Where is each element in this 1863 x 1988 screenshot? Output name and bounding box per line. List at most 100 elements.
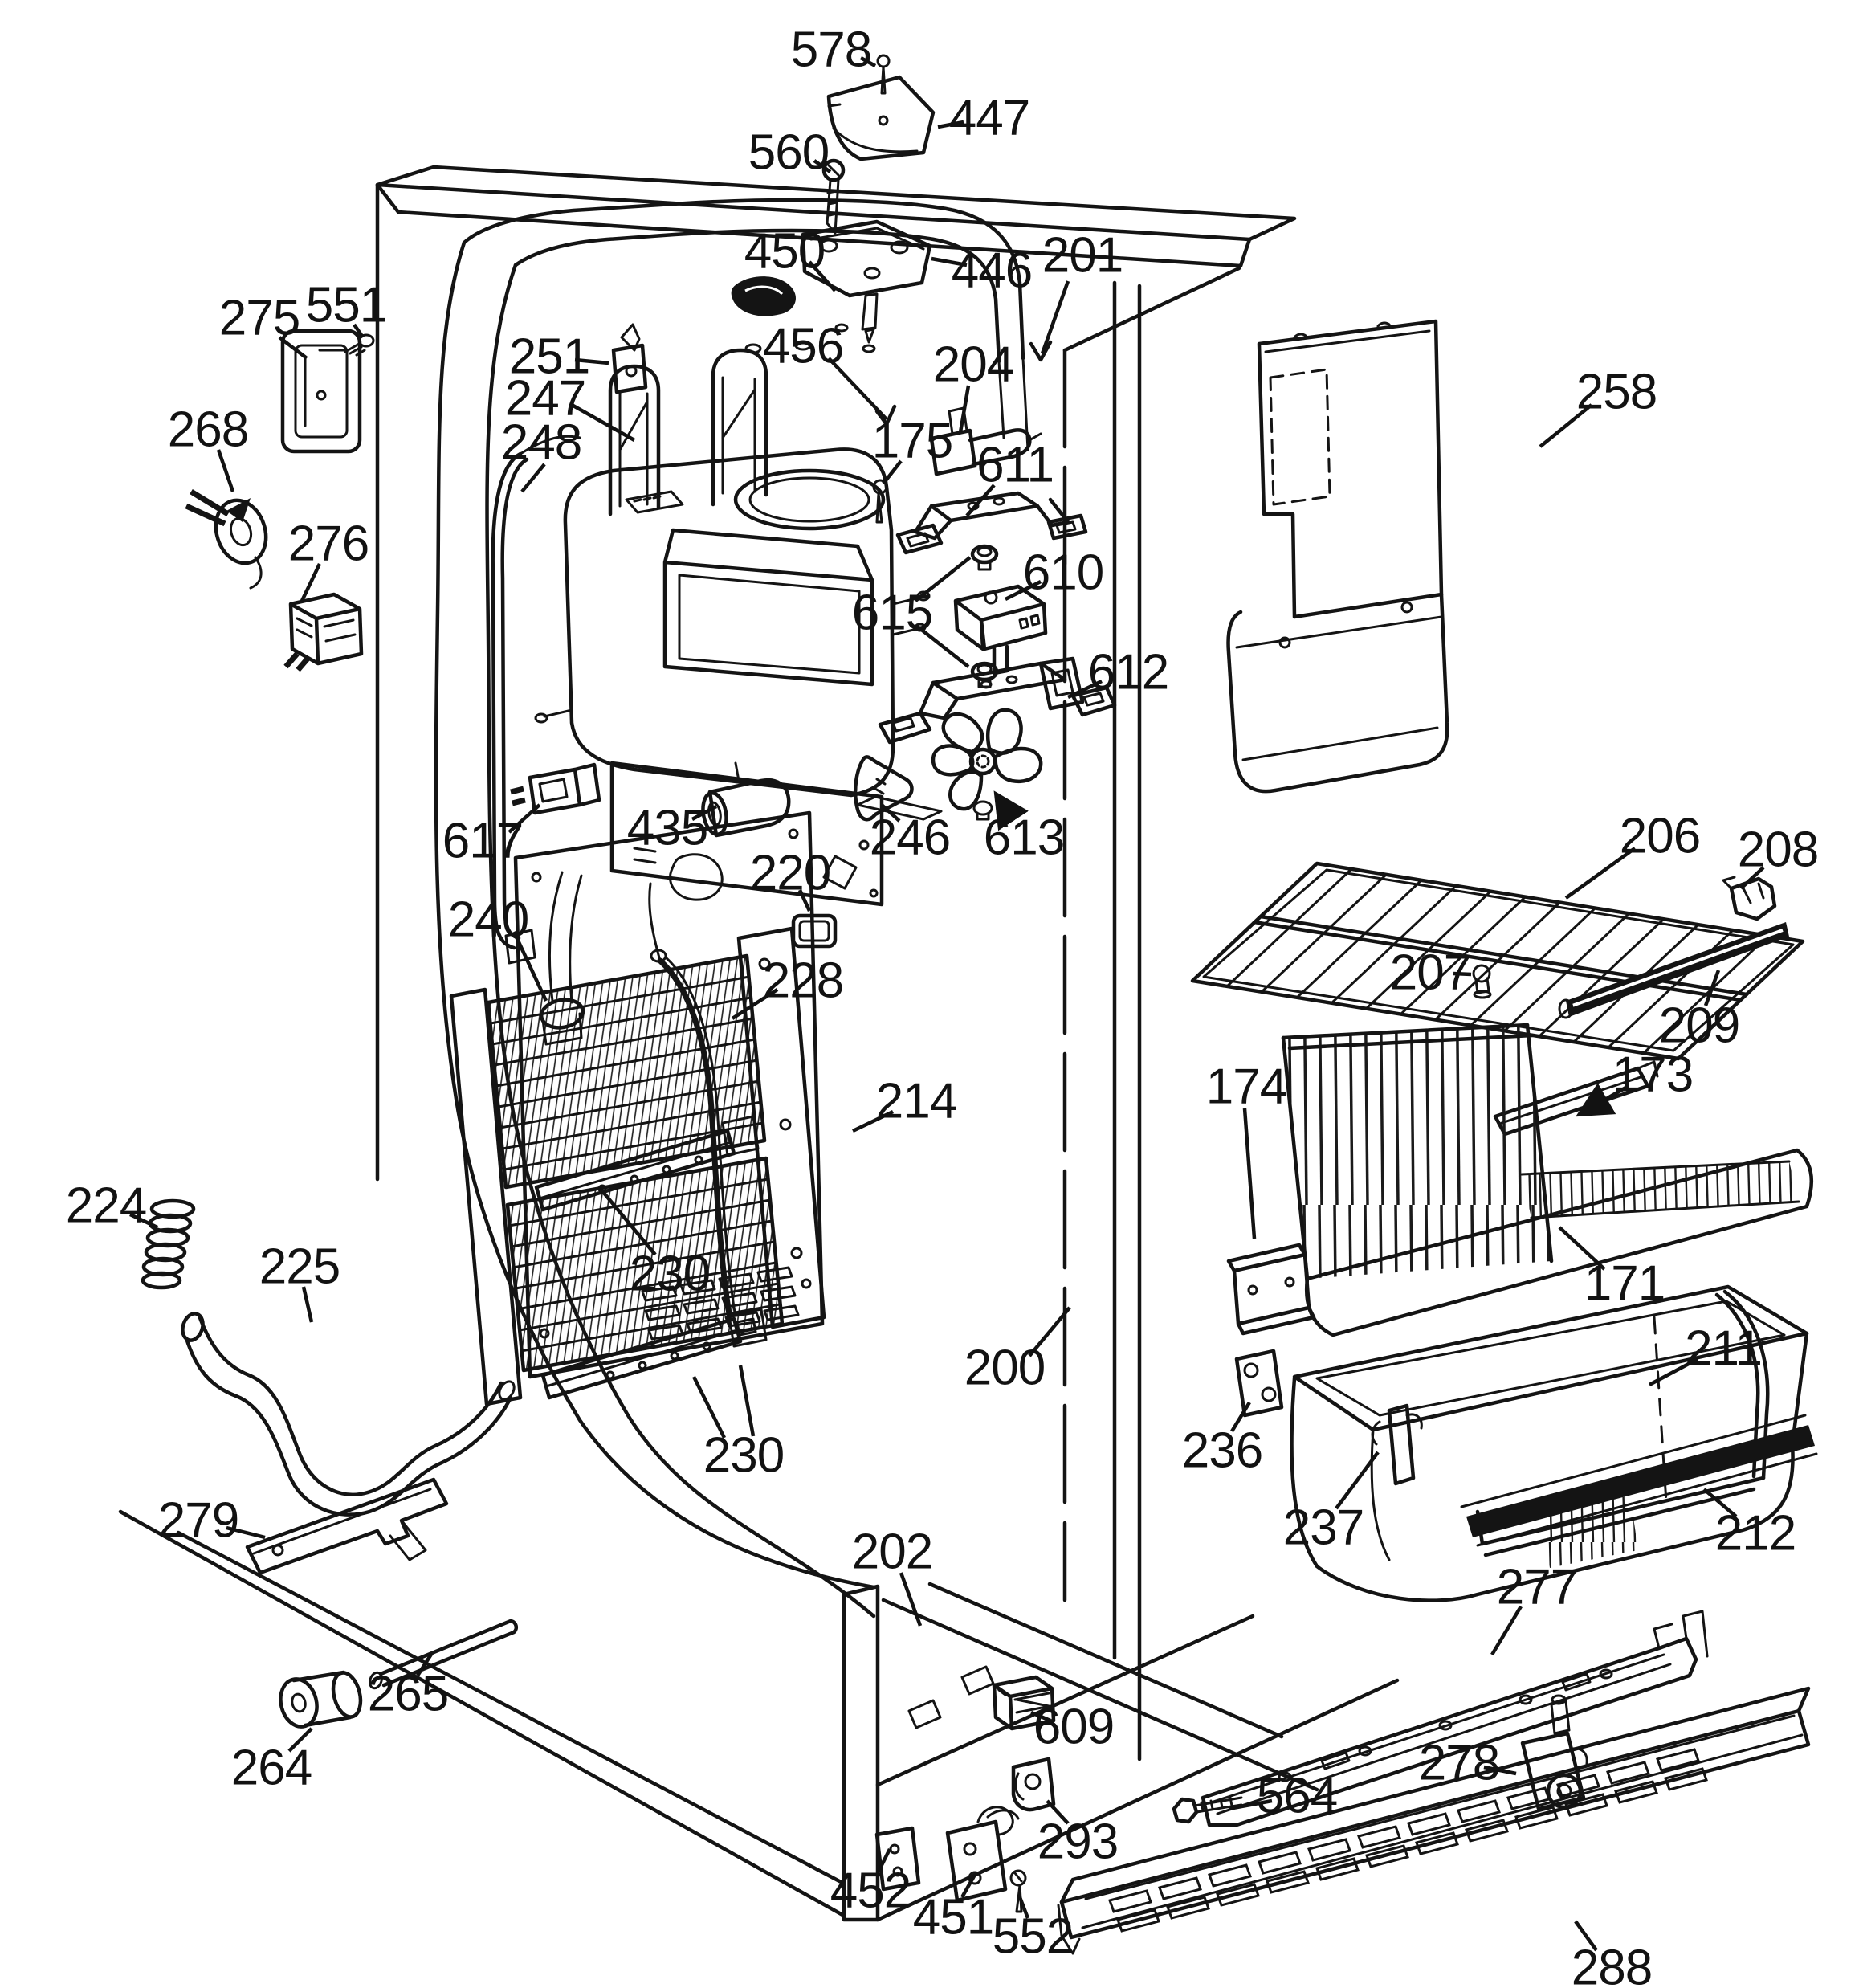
callout-265: 265	[368, 1667, 448, 1722]
callout-611: 611	[976, 438, 1054, 493]
leader-276	[300, 563, 322, 602]
leader-451	[960, 1873, 976, 1899]
grommet-615a	[970, 544, 999, 571]
callout-214: 214	[876, 1074, 956, 1129]
switch-609	[992, 1675, 1056, 1731]
clamp-293	[1011, 1757, 1056, 1812]
leader-171	[1558, 1226, 1606, 1271]
leader-258	[1539, 403, 1593, 448]
arrow-201-icon	[1029, 340, 1053, 362]
hinge-cover-447	[826, 75, 936, 161]
callout-446: 446	[952, 243, 1032, 299]
callout-171: 171	[1584, 1256, 1665, 1312]
callout-209: 209	[1659, 998, 1739, 1054]
callout-617: 617	[442, 814, 523, 869]
leader-617	[508, 803, 541, 834]
roller-264	[279, 1670, 363, 1729]
leader-173	[1576, 1083, 1630, 1117]
leader-275	[278, 336, 308, 360]
callout-456: 456	[763, 319, 843, 374]
fan-blade-613	[931, 708, 1043, 821]
leader-615	[914, 623, 970, 668]
callout-293: 293	[1037, 1815, 1118, 1870]
callout-206: 206	[1620, 809, 1700, 864]
tank-lower-plate	[609, 761, 884, 907]
leader-246	[880, 803, 901, 823]
plate-452	[874, 1826, 921, 1892]
cover-panel-214	[513, 810, 825, 1379]
callout-230: 230	[703, 1428, 784, 1484]
grease-450	[731, 276, 796, 316]
callout-277: 277	[1497, 1560, 1577, 1615]
bracket-617	[510, 762, 601, 815]
leader-610	[1004, 579, 1042, 602]
top-hinge-446	[801, 219, 932, 353]
callout-201: 201	[1042, 228, 1123, 284]
callout-578: 578	[791, 22, 871, 78]
callout-225: 225	[259, 1239, 340, 1295]
callout-447: 447	[949, 91, 1029, 146]
bracket-611	[895, 491, 1088, 555]
clip-268	[185, 489, 268, 590]
clip-208	[1722, 876, 1777, 921]
callout-615: 615	[852, 586, 932, 641]
leader-452	[876, 1847, 892, 1873]
leader-611	[965, 484, 996, 517]
screw-560-icon	[821, 158, 846, 235]
leader-450	[808, 260, 837, 292]
leader-202	[899, 1572, 923, 1627]
callout-174: 174	[1206, 1059, 1286, 1115]
rail-230-upper	[534, 1115, 760, 1212]
water-nozzle-435	[701, 761, 791, 838]
callout-224: 224	[66, 1178, 146, 1234]
evaporator-area	[449, 810, 838, 1406]
plug-276	[283, 592, 364, 672]
leader-236	[1230, 1401, 1251, 1433]
leader-230	[597, 1186, 657, 1256]
spring-224	[141, 1198, 196, 1290]
callout-237: 237	[1283, 1500, 1364, 1556]
leader-612	[1067, 679, 1103, 700]
callout-264: 264	[231, 1741, 312, 1796]
rail-277	[1201, 1610, 1709, 1827]
top-hinge-group	[731, 54, 936, 353]
leader-268	[216, 449, 235, 492]
screw-551-icon	[344, 333, 375, 357]
leader-204	[958, 385, 971, 433]
left-lower-parts	[141, 1198, 519, 1729]
leader-224	[129, 1212, 158, 1230]
leader-201	[1040, 280, 1070, 354]
callout-613: 613	[984, 810, 1064, 866]
callout-220: 220	[750, 846, 830, 901]
leader-174	[1242, 1108, 1257, 1239]
cabinet-shell	[118, 165, 1400, 1922]
leader-237	[1335, 1451, 1380, 1510]
kick-grille-288	[1057, 1686, 1811, 1955]
leader-560	[813, 159, 832, 173]
tank-assembly	[491, 323, 931, 965]
arrow-456-icon	[874, 404, 897, 427]
thermostat-240	[539, 871, 585, 1046]
leader-613	[993, 790, 1029, 831]
leader-277	[1490, 1605, 1523, 1656]
screw-578-icon	[876, 54, 891, 95]
callout-551: 551	[306, 278, 386, 333]
callout-564: 564	[1257, 1769, 1337, 1824]
hinge-451	[945, 1806, 1020, 1903]
callout-276: 276	[288, 516, 369, 572]
leader-288	[1574, 1920, 1598, 1952]
leader-551	[353, 323, 365, 339]
callout-435: 435	[627, 801, 707, 856]
leader-230	[738, 1365, 756, 1437]
callout-609: 609	[1033, 1700, 1114, 1755]
callout-612: 612	[1088, 645, 1168, 700]
leader-615	[914, 556, 972, 602]
callout-212: 212	[1715, 1506, 1796, 1561]
callout-228: 228	[763, 953, 843, 1009]
callout-204: 204	[933, 337, 1013, 393]
left-small-parts	[185, 329, 375, 672]
bottom-right-parts	[1057, 1610, 1811, 1955]
leader-214	[852, 1109, 894, 1133]
leader-247	[570, 403, 636, 442]
